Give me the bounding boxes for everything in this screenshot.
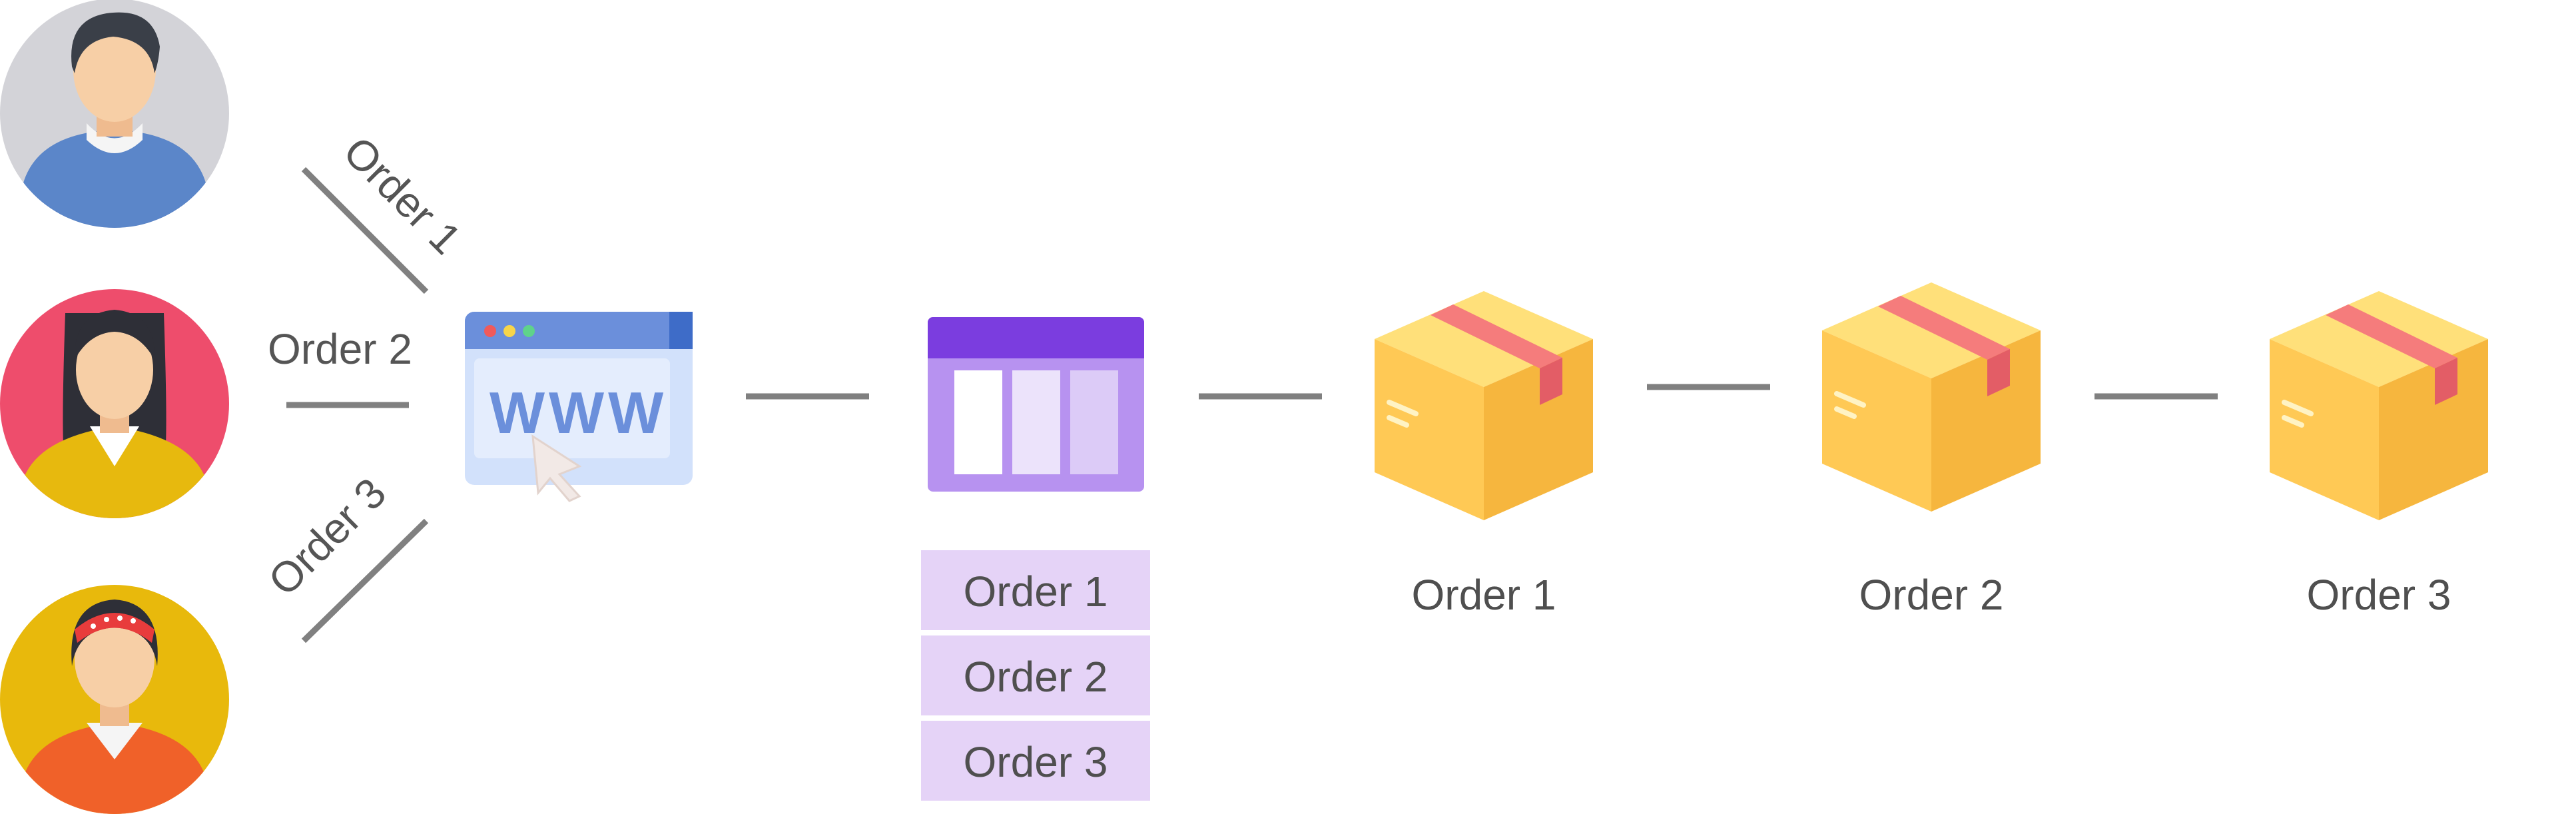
queue-item xyxy=(921,550,1150,630)
customer-1-avatar xyxy=(0,0,229,228)
package-label-order-3: Order 3 xyxy=(2307,571,2451,619)
package-label-order-2: Order 2 xyxy=(1859,571,2004,619)
package-label-order-1: Order 1 xyxy=(1412,571,1556,619)
website-url-text: WWW xyxy=(489,380,667,446)
package-box-icon xyxy=(1375,291,1593,520)
order-1-label-customer: Order 1 xyxy=(334,127,470,263)
queue-item-label: Order 3 xyxy=(964,738,1108,786)
queue-item xyxy=(921,635,1150,715)
order-3-label-customer: Order 3 xyxy=(259,469,395,605)
queue-item-label: Order 2 xyxy=(964,653,1108,701)
connector-customer-3 xyxy=(301,518,429,643)
order-queue-list: Order 1 Order 2 Order 3 xyxy=(921,550,1150,801)
customer-2-avatar xyxy=(0,289,229,518)
queue-item-label: Order 1 xyxy=(964,568,1108,616)
browser-window-icon: WWW xyxy=(465,312,693,502)
order-queue-icon xyxy=(928,317,1144,492)
order-2-label-customer: Order 2 xyxy=(268,325,412,373)
customer-3-avatar xyxy=(0,585,229,814)
connector-customer-1 xyxy=(301,167,429,294)
package-box-icon xyxy=(1822,282,2041,512)
queue-item xyxy=(921,721,1150,801)
package-box-icon xyxy=(2270,291,2488,520)
